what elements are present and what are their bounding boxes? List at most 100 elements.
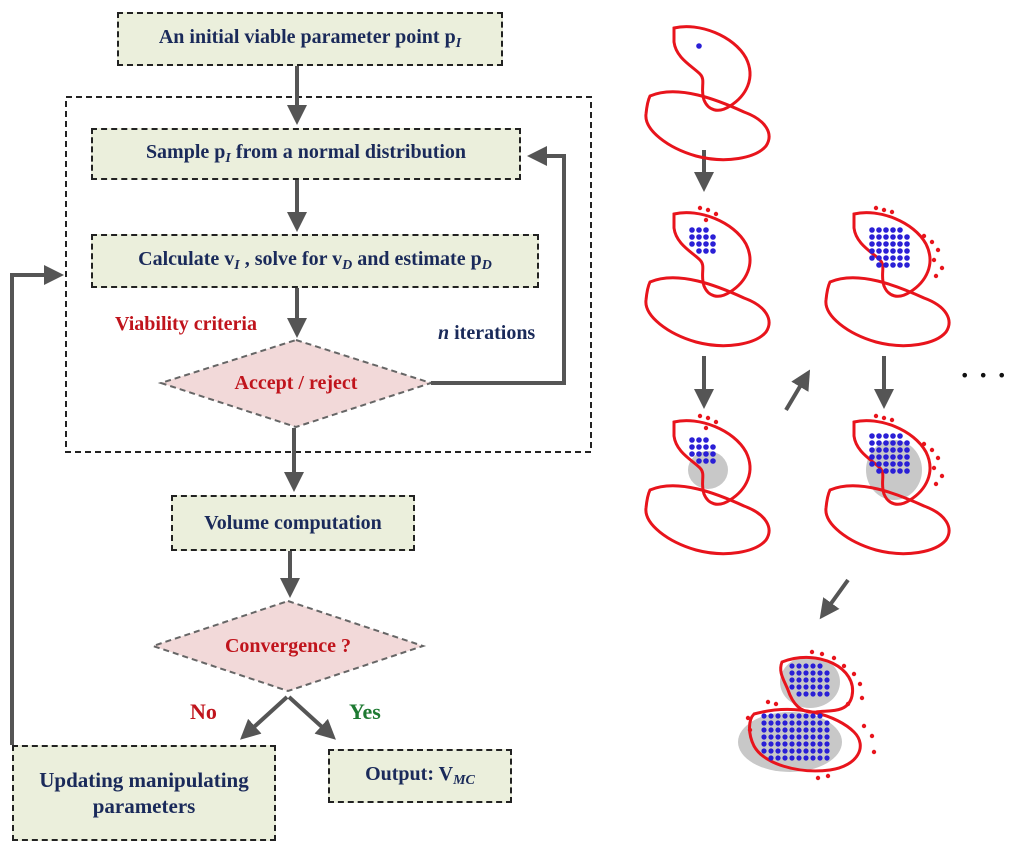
accepted-sample-dot xyxy=(703,444,709,450)
output-text: Output: VMC xyxy=(365,762,475,790)
accepted-sample-dot xyxy=(817,670,823,676)
accepted-sample-dot xyxy=(782,727,788,733)
viable-region-outline xyxy=(852,419,932,506)
accepted-sample-dot xyxy=(703,227,709,233)
accepted-sample-dot xyxy=(869,447,875,453)
accepted-sample-dot xyxy=(775,748,781,754)
accepted-sample-dot xyxy=(824,748,830,754)
accepted-sample-dot xyxy=(890,234,896,240)
accepted-sample-dot xyxy=(696,444,702,450)
rejected-sample-dot xyxy=(871,749,877,755)
accepted-sample-dot xyxy=(803,720,809,726)
accepted-sample-dot xyxy=(817,727,823,733)
accepted-sample-dot xyxy=(883,461,889,467)
accepted-sample-dot xyxy=(796,670,802,676)
accepted-sample-dot xyxy=(890,255,896,261)
accepted-sample-dot xyxy=(876,255,882,261)
rejected-sample-dot xyxy=(705,207,711,213)
calculate-box: Calculate vI , solve for vD and estimate… xyxy=(91,234,539,288)
viable-region-outline xyxy=(824,276,951,348)
rejected-sample-dot xyxy=(697,413,703,419)
accepted-sample-dot xyxy=(876,468,882,474)
accepted-sample-dot xyxy=(689,227,695,233)
accepted-sample-dot xyxy=(904,234,910,240)
accepted-sample-dot xyxy=(775,755,781,761)
accepted-sample-dot xyxy=(824,684,830,690)
rejected-sample-dot xyxy=(705,415,711,421)
accepted-sample-dot xyxy=(883,262,889,268)
accepted-sample-dot xyxy=(782,720,788,726)
rejected-sample-dot xyxy=(825,773,831,779)
rejected-sample-dot xyxy=(773,701,779,707)
accepted-sample-dot xyxy=(869,255,875,261)
arrow-panel-3-4 xyxy=(784,369,811,412)
rejected-sample-dot xyxy=(861,723,867,729)
accepted-sample-dot xyxy=(897,454,903,460)
rejected-sample-dot xyxy=(921,233,927,239)
accepted-sample-dot xyxy=(883,241,889,247)
accepted-sample-dot xyxy=(904,248,910,254)
accepted-sample-dot xyxy=(810,748,816,754)
accepted-sample-dot xyxy=(768,727,774,733)
accepted-sample-dot xyxy=(775,734,781,740)
accepted-sample-dot xyxy=(789,741,795,747)
region-panel-2 xyxy=(644,205,771,348)
feasible-volume-estimate xyxy=(688,451,728,489)
accepted-sample-dot xyxy=(890,241,896,247)
accepted-sample-dot xyxy=(696,43,702,49)
accepted-sample-dot xyxy=(824,755,830,761)
viability-criteria-label: Viability criteria xyxy=(115,313,257,335)
accepted-sample-dot xyxy=(810,713,816,719)
viable-region-outline xyxy=(852,211,932,298)
rejected-sample-dot xyxy=(703,425,709,431)
accepted-sample-dot xyxy=(761,734,767,740)
viable-region-outline xyxy=(672,211,752,298)
accepted-sample-dot xyxy=(796,748,802,754)
accepted-sample-dot xyxy=(810,755,816,761)
rejected-sample-dot xyxy=(845,701,851,707)
accepted-sample-dot xyxy=(810,684,816,690)
accepted-sample-dot xyxy=(817,691,823,697)
rejected-sample-dot xyxy=(815,775,821,781)
rejected-sample-dot xyxy=(939,265,945,271)
accepted-sample-dot xyxy=(817,720,823,726)
rejected-sample-dot xyxy=(935,455,941,461)
accepted-sample-dot xyxy=(876,262,882,268)
arrow-update-feedback xyxy=(10,265,64,745)
accepted-sample-dot xyxy=(789,713,795,719)
initial-point-box: An initial viable parameter point pI xyxy=(117,12,503,66)
accepted-sample-dot xyxy=(775,720,781,726)
updating-line2: parameters xyxy=(92,794,196,818)
region-panel-4 xyxy=(644,413,771,556)
accepted-sample-dot xyxy=(890,461,896,467)
output-sub: MC xyxy=(453,773,475,789)
accepted-sample-dot xyxy=(782,713,788,719)
accepted-sample-dot xyxy=(890,447,896,453)
accepted-sample-dot xyxy=(768,720,774,726)
sample-post: from a normal distribution xyxy=(230,141,467,164)
accepted-sample-dot xyxy=(803,684,809,690)
accepted-sample-dot xyxy=(810,727,816,733)
rejected-sample-dot xyxy=(841,663,847,669)
accepted-sample-dot xyxy=(803,670,809,676)
accepted-sample-dot xyxy=(817,741,823,747)
accepted-sample-dot xyxy=(703,241,709,247)
accepted-sample-dot xyxy=(689,451,695,457)
accepted-sample-dot xyxy=(789,748,795,754)
rejected-sample-dot xyxy=(747,727,753,733)
accepted-sample-dot xyxy=(803,748,809,754)
iterations-label: n iterations xyxy=(438,322,535,345)
accepted-sample-dot xyxy=(796,691,802,697)
accepted-sample-dot xyxy=(768,741,774,747)
rejected-sample-dot xyxy=(881,207,887,213)
arrow-no-branch xyxy=(240,695,289,740)
rejected-sample-dot xyxy=(939,473,945,479)
viable-region-outline xyxy=(672,419,752,506)
yes-label: Yes xyxy=(349,699,381,724)
accepted-sample-dot xyxy=(703,458,709,464)
accepted-sample-dot xyxy=(904,468,910,474)
accepted-sample-dot xyxy=(703,437,709,443)
accepted-sample-dot xyxy=(897,227,903,233)
rejected-sample-dot xyxy=(933,481,939,487)
volume-box: Volume computation xyxy=(171,495,415,551)
